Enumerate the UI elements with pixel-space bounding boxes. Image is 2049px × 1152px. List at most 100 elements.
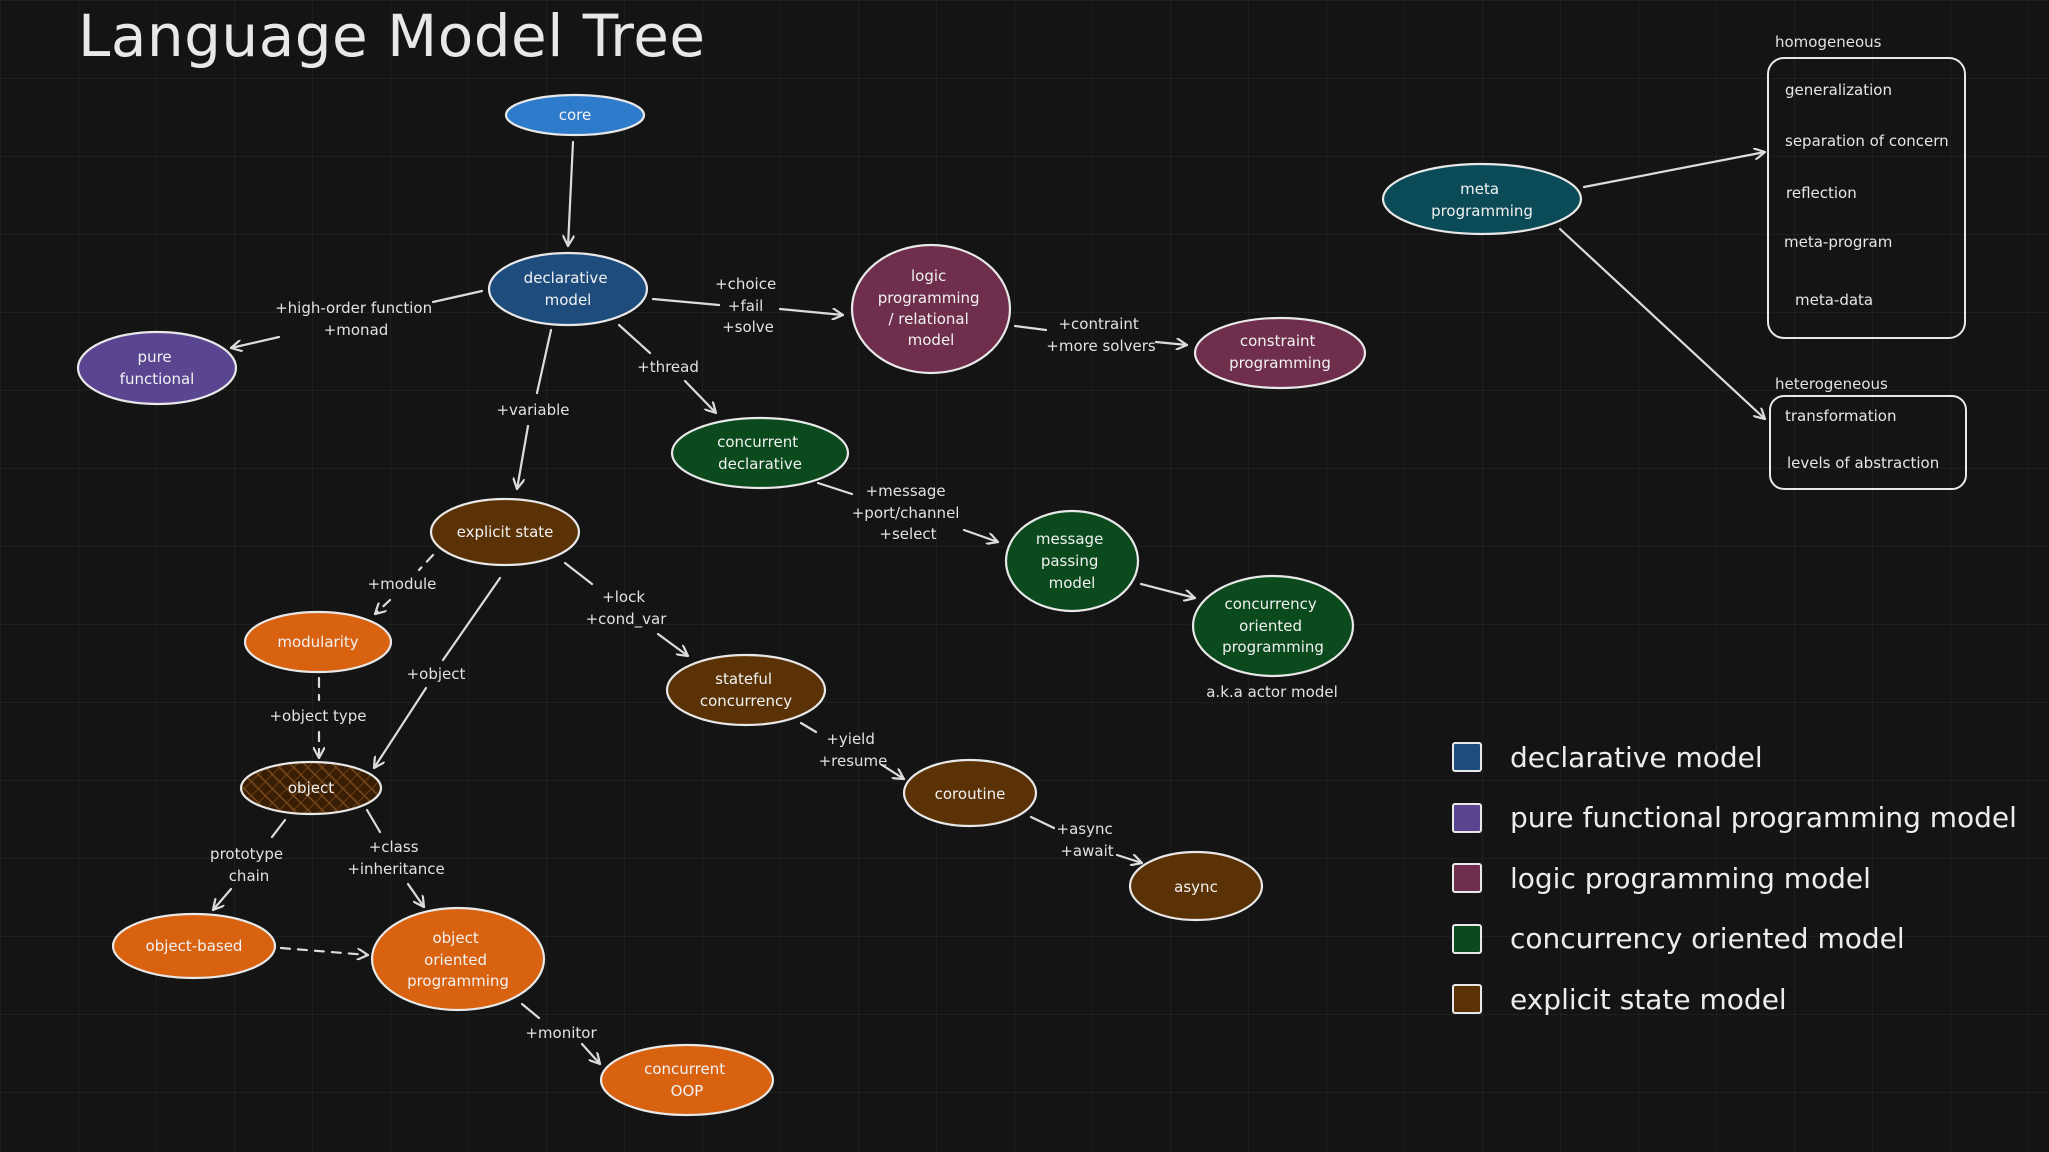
- edge-object-object-based: [213, 818, 287, 910]
- edge-explicit-state-object: [374, 576, 502, 768]
- edge-label-class: +class +inheritance: [347, 838, 444, 878]
- node-object-oriented-programming[interactable]: object oriented programming: [370, 906, 546, 1012]
- homogeneous-item: meta-data: [1795, 291, 1873, 309]
- node-core-label: core: [559, 106, 592, 124]
- node-meta-programming-label: meta programming: [1431, 180, 1533, 220]
- legend-item: pure functional programming model: [1452, 788, 2017, 849]
- edge-label-choice: +choice +fail +solve: [715, 275, 781, 336]
- node-concurrency-oriented-programming-shape: [1191, 574, 1355, 678]
- legend-label: explicit state model: [1510, 982, 1787, 1016]
- edge-declarative-explicit-state: [517, 328, 553, 489]
- legend-swatch: [1452, 863, 1482, 894]
- edge-object-oop: [365, 808, 424, 907]
- homogeneous-box: [1767, 57, 1966, 339]
- node-object-based-label: object-based: [146, 937, 243, 955]
- node-concurrent-declarative[interactable]: concurrent declarative: [670, 416, 850, 490]
- node-concurrent-declarative-label: concurrent declarative: [717, 433, 803, 473]
- node-declarative-model-shape: [487, 251, 649, 327]
- edge-declarative-logic: [651, 297, 843, 315]
- edge-label-monitor: +monitor: [525, 1024, 597, 1042]
- node-object-based[interactable]: object-based: [111, 912, 277, 980]
- node-logic-programming-label: logic programming / relational model: [878, 267, 985, 349]
- legend: declarative model pure functional program…: [1452, 727, 2017, 1030]
- node-message-passing-model[interactable]: message passing model: [1004, 509, 1140, 613]
- edge-meta-homogeneous: [1582, 152, 1767, 189]
- edge-label-thread: +thread: [637, 358, 699, 376]
- homogeneous-item: generalization: [1785, 81, 1892, 99]
- node-concurrent-declarative-shape: [670, 416, 850, 490]
- node-stateful-concurrency-shape: [665, 653, 827, 727]
- node-object-shape: [239, 760, 383, 816]
- node-logic-programming[interactable]: logic programming / relational model: [850, 243, 1012, 375]
- node-modularity-label: modularity: [277, 633, 358, 651]
- legend-swatch: [1452, 802, 1482, 833]
- actor-model-note: a.k.a actor model: [1206, 683, 1338, 701]
- node-object[interactable]: object: [239, 760, 383, 816]
- edge-logic-constraint: [1013, 324, 1187, 345]
- node-concurrency-oriented-programming[interactable]: concurrency oriented programming: [1191, 574, 1355, 678]
- node-concurrent-oop-shape: [599, 1043, 775, 1117]
- homogeneous-heading: homogeneous: [1775, 33, 1882, 51]
- node-meta-programming[interactable]: meta programming: [1381, 162, 1583, 236]
- node-concurrent-oop-label: concurrent OOP: [644, 1060, 730, 1100]
- legend-label: concurrency oriented model: [1510, 922, 1905, 956]
- homogeneous-item: separation of concern: [1785, 132, 1949, 150]
- node-concurrency-oriented-programming-label: concurrency oriented programming: [1222, 595, 1324, 656]
- legend-item: concurrency oriented model: [1452, 909, 2017, 970]
- node-stateful-concurrency-label: stateful concurrency: [700, 670, 792, 710]
- legend-label: pure functional programming model: [1510, 801, 2017, 835]
- node-coroutine-shape: [902, 758, 1038, 828]
- node-constraint-programming[interactable]: constraint programming: [1193, 316, 1367, 390]
- legend-swatch: [1452, 984, 1482, 1015]
- legend-label: declarative model: [1510, 740, 1763, 774]
- edge-label-prototype: prototype chain: [210, 845, 288, 885]
- edge-object-based-oop: [279, 946, 370, 955]
- edge-meta-heterogeneous: [1558, 227, 1767, 421]
- node-object-oriented-programming-label: object oriented programming: [407, 929, 509, 990]
- legend-item: explicit state model: [1452, 969, 2017, 1030]
- heterogeneous-box: [1769, 395, 1967, 490]
- edge-label-object-type: +object type: [269, 707, 366, 725]
- edge-stateful-coroutine: [799, 721, 904, 779]
- node-message-passing-model-label: message passing model: [1036, 530, 1108, 592]
- edge-oop-concurrent-oop: [520, 1002, 600, 1064]
- edge-label-module: +module: [368, 575, 437, 593]
- node-logic-programming-shape: [850, 243, 1012, 375]
- heterogeneous-heading: heterogeneous: [1775, 375, 1888, 393]
- node-async-label: async: [1174, 878, 1218, 896]
- homogeneous-item: reflection: [1786, 184, 1857, 202]
- legend-item: logic programming model: [1452, 848, 2017, 909]
- node-meta-programming-shape: [1381, 162, 1583, 236]
- node-declarative-model-label: declarative model: [524, 269, 613, 309]
- edge-explicit-state-modularity: [375, 553, 435, 614]
- edge-message-passing-concurrency-oriented: [1139, 582, 1197, 598]
- legend-swatch: [1452, 923, 1482, 954]
- homogeneous-item: meta-program: [1784, 233, 1892, 251]
- page-title: Language Model Tree: [78, 2, 706, 70]
- edge-label-lock: +lock +cond_var: [586, 588, 668, 629]
- edge-label-high-order: +high-order function +monad: [275, 299, 437, 339]
- legend-label: logic programming model: [1510, 861, 1871, 895]
- node-core[interactable]: core: [504, 93, 646, 137]
- node-explicit-state-label: explicit state: [457, 523, 554, 541]
- edge-labels: +high-order function +monad +choice +fai…: [210, 275, 1156, 1042]
- node-stateful-concurrency[interactable]: stateful concurrency: [665, 653, 827, 727]
- edge-declarative-pure-functional: [231, 289, 484, 348]
- node-modularity[interactable]: modularity: [243, 610, 393, 674]
- node-pure-functional[interactable]: pure functional: [76, 330, 238, 406]
- node-concurrent-oop[interactable]: concurrent OOP: [599, 1043, 775, 1117]
- nodes: core declarative model pure functional l…: [76, 93, 1583, 1117]
- node-coroutine[interactable]: coroutine: [902, 758, 1038, 828]
- node-declarative-model[interactable]: declarative model: [487, 251, 649, 327]
- node-explicit-state-shape: [429, 497, 581, 567]
- edges: [213, 140, 1767, 1064]
- node-object-based-shape: [111, 912, 277, 980]
- edge-concurrent-declarative-message-passing: [816, 481, 998, 542]
- node-explicit-state[interactable]: explicit state: [429, 497, 581, 567]
- node-async-shape: [1128, 850, 1264, 922]
- node-modularity-shape: [243, 610, 393, 674]
- node-constraint-programming-label: constraint programming: [1229, 332, 1331, 372]
- edge-explicit-state-stateful-concurrency: [563, 561, 688, 656]
- node-async[interactable]: async: [1128, 850, 1264, 922]
